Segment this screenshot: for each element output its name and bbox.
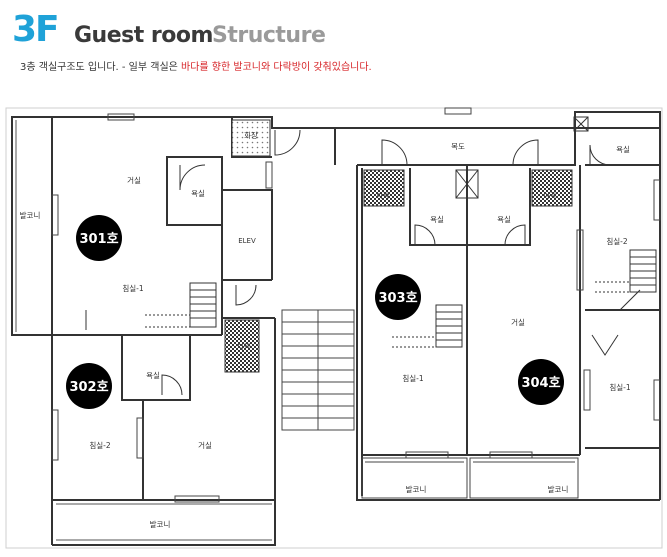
r301-bath-label: 욕실 <box>191 188 205 198</box>
walls-left <box>11 116 336 546</box>
attic-302 <box>224 319 260 373</box>
stairs-301 <box>145 282 217 328</box>
balcony-rails-right <box>361 457 579 499</box>
r304-bed2-label: 침실-2 <box>606 236 628 246</box>
floor-number: 3F <box>12 9 60 50</box>
balcony-304-label: 발코니 <box>548 485 569 494</box>
room-number-304: 304호 <box>521 376 560 391</box>
r304-bath-label: 욕실 <box>497 214 511 224</box>
stairs-304 <box>595 249 657 293</box>
r304-bath2-label: 욕실 <box>616 144 630 154</box>
wc-301 <box>231 119 271 157</box>
r301-living-label: 거실 <box>127 175 141 185</box>
central-stairs <box>281 309 355 431</box>
r303-attic-label: 다락 <box>377 191 390 200</box>
elevator-label: ELEV <box>238 237 256 245</box>
r304-bed1-label: 침실-1 <box>609 382 631 392</box>
page-title-accent: Structure <box>212 23 326 48</box>
doors-right <box>381 139 641 356</box>
balcony-left-label: 발코니 <box>20 211 41 220</box>
balcony-303-label: 발코니 <box>406 485 427 494</box>
page-subtitle: 3층 객실구조도 입니다. - 일부 객실은 바다를 향한 발코니와 다락방이 … <box>20 58 372 73</box>
r301-wc-label: 화장 <box>244 130 258 140</box>
r302-living-label: 거실 <box>198 440 212 450</box>
floor-plan: 복도 ELEV 발코니 발코니 발코니 발코니 거실 욕실 침실-1 화장 욕실… <box>5 107 663 549</box>
r304-attic-label: 다락 <box>544 191 557 200</box>
attic-303 <box>363 169 405 207</box>
walls-right <box>335 111 661 501</box>
page-title: Guest room <box>74 23 213 48</box>
attic-304 <box>531 169 573 207</box>
room-labels: 복도 ELEV 발코니 발코니 발코니 발코니 거실 욕실 침실-1 화장 욕실… <box>20 130 631 529</box>
subtitle-highlight: 바다를 향한 발코니와 다락방이 갖춰있습니다. <box>181 62 372 73</box>
plan-frame <box>5 107 663 549</box>
windows-right <box>405 107 661 459</box>
page-header: 3F Guest room Structure 3층 객실구조도 입니다. - … <box>12 10 662 80</box>
room-badge-304[interactable]: 304호 <box>518 359 564 405</box>
subtitle-text: 3층 객실구조도 입니다. - 일부 객실은 <box>20 62 182 73</box>
windows-left <box>51 113 273 503</box>
doors-left <box>85 129 301 396</box>
hallway-label: 복도 <box>451 142 465 151</box>
balcony-rails-left <box>15 120 272 541</box>
r301-bed-label: 침실-1 <box>122 283 144 293</box>
r303-bed-label: 침실-1 <box>402 373 424 383</box>
r302-bath-label: 욕실 <box>146 370 160 380</box>
stairs-303 <box>392 304 463 348</box>
r302-attic-label: 다락 <box>238 342 251 351</box>
room-number-303: 303호 <box>378 291 417 306</box>
room-number-302: 302호 <box>69 380 108 395</box>
room-badge-301[interactable]: 301호 <box>76 215 122 261</box>
room-badge-303[interactable]: 303호 <box>375 274 421 320</box>
balcony-bottom-left-label: 발코니 <box>150 520 171 529</box>
room-number-301: 301호 <box>79 232 118 247</box>
r302-bed-label: 침실-2 <box>89 440 111 450</box>
shafts <box>455 116 589 199</box>
room-badge-302[interactable]: 302호 <box>66 363 112 409</box>
r304-living-label: 거실 <box>511 317 525 327</box>
r303-bath-label: 욕실 <box>430 214 444 224</box>
